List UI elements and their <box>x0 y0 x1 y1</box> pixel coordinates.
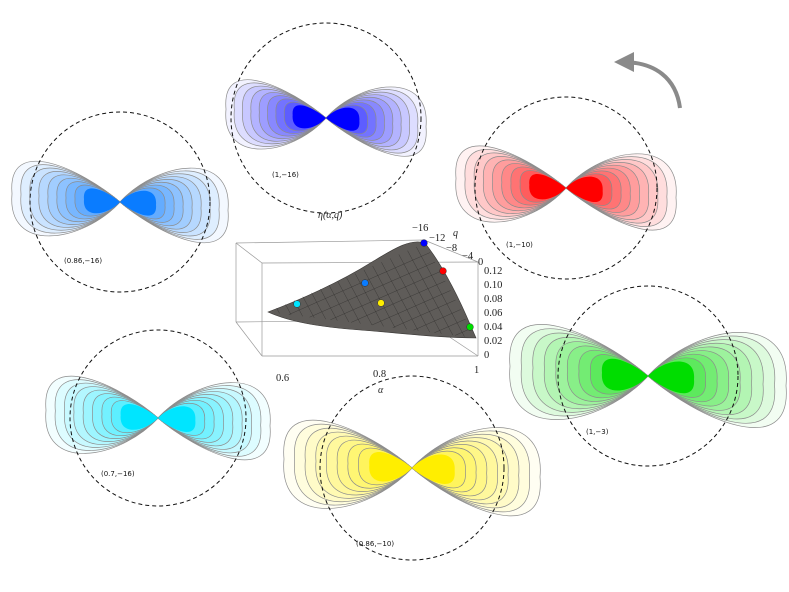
lobe-contour <box>292 105 326 129</box>
curved-arrow-icon <box>614 52 682 109</box>
lobe-contour <box>120 190 157 216</box>
surface-point-cyan <box>293 300 301 308</box>
lobe-contour <box>326 107 360 131</box>
panel-label-lightblue: (0.86,−16) <box>64 257 102 265</box>
surface-title: η(α,q) <box>318 210 343 221</box>
plot-box <box>235 239 479 357</box>
eta-surface <box>267 241 477 339</box>
q-tick-0: −16 <box>412 223 428 234</box>
panel-label-green: (1,−3) <box>586 428 609 436</box>
alpha-tick-0: 0.6 <box>276 373 289 384</box>
lobe-panel-yellow: (0.86,−10) <box>283 375 541 561</box>
lobe-contour <box>83 188 120 214</box>
alpha-axis-label: α <box>378 385 384 396</box>
surface-points <box>293 239 474 331</box>
panel-label-red: (1,−10) <box>506 241 533 249</box>
reference-circle <box>474 96 658 280</box>
lobe-panel-red: (1,−10) <box>455 96 677 280</box>
surface-point-blue <box>420 239 428 247</box>
eta-tick-2: 0.08 <box>484 294 502 305</box>
lobe-contour <box>648 361 695 394</box>
surface-point-lightblue <box>361 279 369 287</box>
panel-label-cyan: (0.7,−16) <box>101 470 135 478</box>
surface-plot: 0.6 0.8 1 α −16 −12 −8 −4 0 q 0.12 0.10 … <box>235 223 503 396</box>
q-tick-2: −8 <box>446 243 457 254</box>
q-axis: −16 −12 −8 −4 0 q <box>412 223 483 268</box>
surface-point-yellow <box>377 299 385 307</box>
lobe-contour <box>412 454 455 484</box>
lobe-contour <box>566 176 603 203</box>
q-axis-label: q <box>453 228 458 239</box>
alpha-tick-2: 1 <box>474 365 479 376</box>
q-tick-1: −12 <box>429 233 445 244</box>
eta-tick-0: 0.12 <box>484 266 502 277</box>
reference-circle <box>29 111 211 293</box>
q-tick-3: −4 <box>462 251 474 262</box>
q-tick-4: 0 <box>478 257 483 268</box>
lobe-panel-lightblue: (0.86,−16) <box>11 111 229 293</box>
alpha-tick-1: 0.8 <box>373 369 386 380</box>
reference-circle <box>230 22 422 214</box>
eta-tick-1: 0.10 <box>484 280 502 291</box>
reference-circle <box>69 329 247 507</box>
alpha-axis: 0.6 0.8 1 α <box>276 365 479 396</box>
surface-point-red <box>439 267 447 275</box>
eta-axis: 0.12 0.10 0.08 0.06 0.04 0.02 0 <box>484 266 503 361</box>
lobe-contour <box>529 173 566 200</box>
panel-label-blue: (1,−16) <box>272 171 299 179</box>
lobe-contour <box>158 406 196 432</box>
eta-tick-6: 0 <box>484 350 489 361</box>
panel-label-yellow: (0.86,−10) <box>356 540 394 548</box>
lobe-panels: (1,−16) (0.86,−16) (1,−10) (0.7,−16) (1,−3) (… <box>11 22 787 561</box>
reference-circle <box>319 375 505 561</box>
eta-tick-3: 0.06 <box>484 308 502 319</box>
lobe-panel-cyan: (0.7,−16) <box>45 329 271 507</box>
lobe-panel-green: (1,−3) <box>509 285 787 467</box>
reference-circle <box>557 285 739 467</box>
eta-tick-4: 0.04 <box>484 322 503 333</box>
lobe-contour <box>369 452 412 482</box>
eta-tick-5: 0.02 <box>484 336 502 347</box>
lobe-panel-blue: (1,−16) <box>225 22 427 214</box>
lobe-contour <box>601 358 648 391</box>
surface-point-green <box>466 323 474 331</box>
lobe-contour <box>120 404 158 430</box>
